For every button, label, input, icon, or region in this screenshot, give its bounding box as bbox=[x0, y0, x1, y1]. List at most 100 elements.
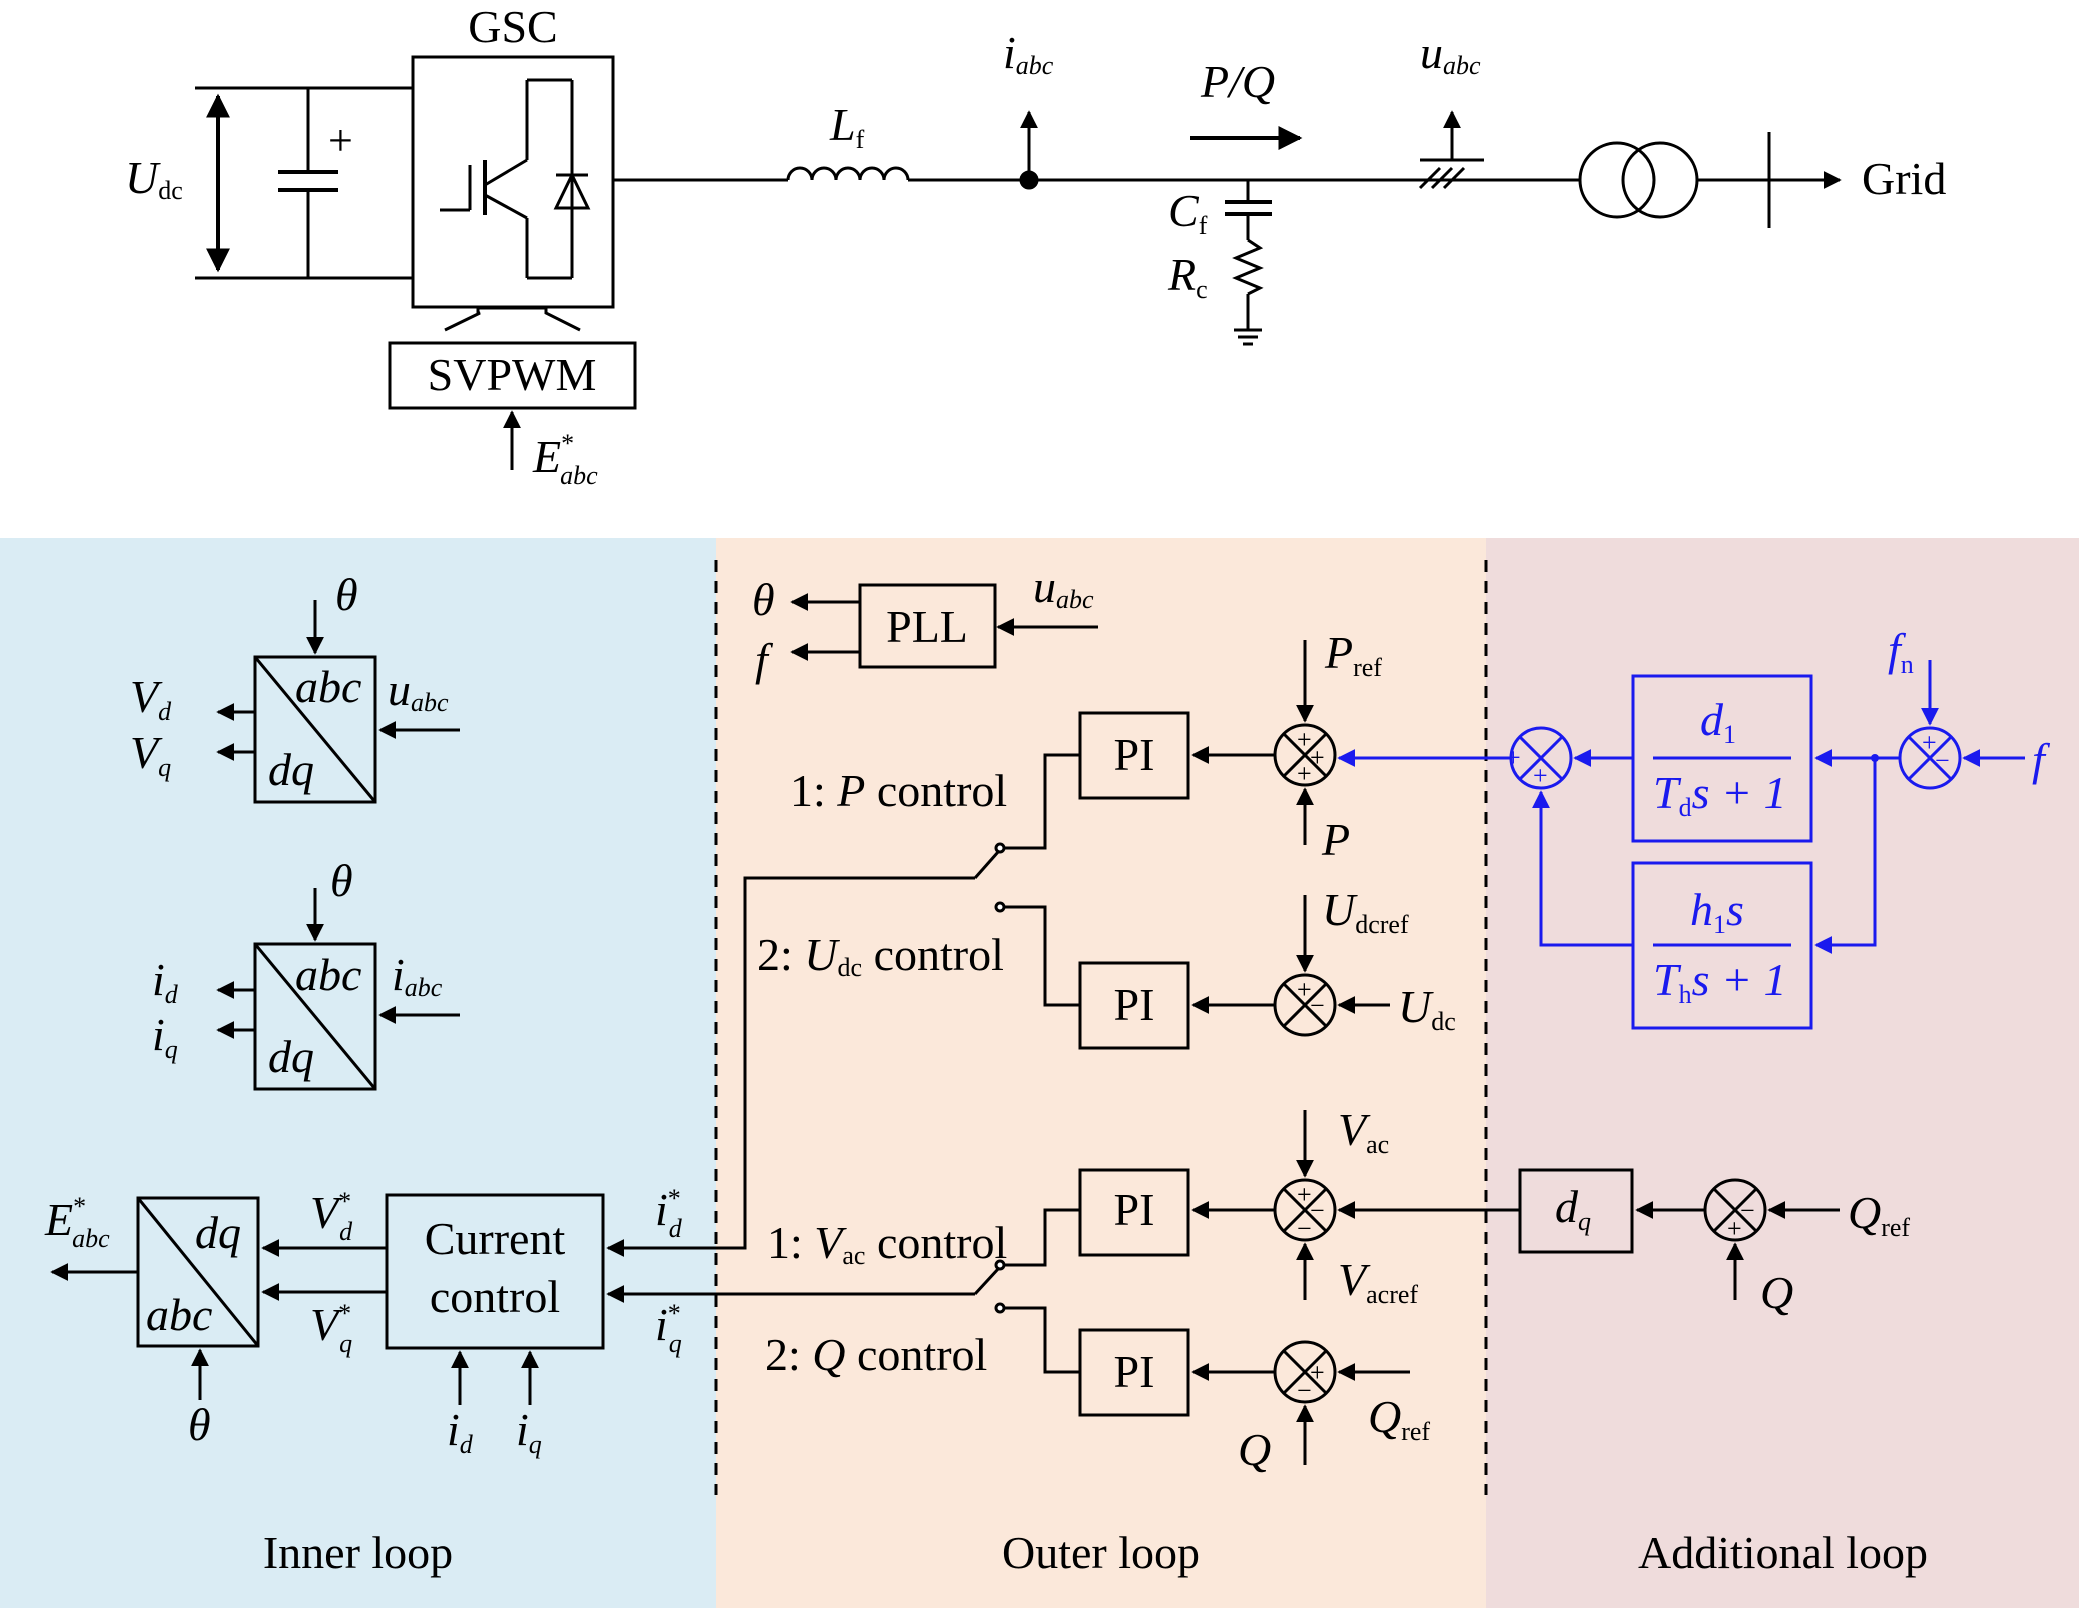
q-ref-label-outer: Qref bbox=[1368, 1391, 1430, 1446]
iq-label: iq bbox=[152, 1009, 178, 1064]
vd-label: Vd bbox=[130, 671, 172, 726]
additional-loop-panel bbox=[1486, 538, 2079, 1608]
inertia-tf-num: h1s bbox=[1690, 884, 1744, 939]
p-control-label: 1: P control bbox=[790, 765, 1007, 816]
q-meas-label-add: Q bbox=[1760, 1267, 1793, 1318]
power-stage bbox=[195, 55, 1842, 470]
pll-label: PLL bbox=[886, 601, 968, 652]
vac-control-label: 1: Vac control bbox=[767, 1217, 1007, 1270]
pll-input-label: uabc bbox=[1033, 561, 1094, 614]
outer-loop-drawing bbox=[790, 583, 1520, 1465]
sign-udc-right: − bbox=[1310, 991, 1325, 1020]
sign-p-top: + bbox=[1297, 725, 1312, 754]
abc-dq-transform-voltage bbox=[253, 655, 377, 804]
pi-label-q: PI bbox=[1114, 1346, 1155, 1397]
pi-label-p: PI bbox=[1114, 729, 1155, 780]
vq-label: Vq bbox=[130, 727, 171, 782]
current-control-line1: Current bbox=[425, 1213, 566, 1264]
id-ref-label: i*d bbox=[655, 1184, 683, 1243]
theta-label-2: θ bbox=[330, 855, 353, 906]
droop-tf-den: Tds + 1 bbox=[1653, 767, 1787, 822]
dq-gain-block bbox=[1518, 1168, 1634, 1254]
transform2-abc: abc bbox=[295, 949, 361, 1000]
power-flow-label: P/Q bbox=[1200, 56, 1275, 107]
pll-block bbox=[858, 583, 997, 669]
transform1-dq: dq bbox=[268, 744, 314, 795]
droop-tf-num: d1 bbox=[1700, 694, 1736, 749]
svpwm-block bbox=[388, 341, 637, 410]
cap-plus-label: + bbox=[328, 116, 353, 165]
udc-ref-label: Udcref bbox=[1322, 884, 1409, 939]
sign-vac-right: − bbox=[1310, 1196, 1325, 1225]
inertia-tf-den: Ths + 1 bbox=[1653, 954, 1787, 1009]
transform2-input: iabc bbox=[392, 949, 443, 1002]
grid-label: Grid bbox=[1862, 153, 1946, 204]
theta-label-3: θ bbox=[188, 1399, 211, 1450]
additional-loop-drawing bbox=[1337, 660, 2025, 1030]
sign-udc-top: + bbox=[1297, 975, 1312, 1004]
damping-res-label: Rc bbox=[1167, 249, 1208, 304]
inner-loop-panel bbox=[0, 538, 716, 1608]
q-meas-label: Q bbox=[1238, 1424, 1271, 1475]
vac-ref-label: Vacref bbox=[1338, 1254, 1418, 1309]
pi-label-udc: PI bbox=[1114, 979, 1155, 1030]
iq-fb-label: iq bbox=[516, 1404, 542, 1459]
current-control-block bbox=[385, 1193, 605, 1350]
voltage-meas-label: uabc bbox=[1420, 27, 1481, 80]
sign-freq-right: − bbox=[1935, 746, 1950, 775]
current-control-line2: control bbox=[430, 1271, 560, 1322]
pll-theta-label: θ bbox=[752, 574, 775, 625]
transform1-abc: abc bbox=[295, 661, 361, 712]
additional-loop-title: Additional loop bbox=[1638, 1527, 1928, 1578]
inner-loop-drawing bbox=[50, 600, 975, 1405]
sign-q-right: + bbox=[1310, 1358, 1325, 1387]
inverse-abc: abc bbox=[146, 1289, 212, 1340]
udc-control-label: 2: Udc control bbox=[757, 929, 1004, 982]
sign-q-bottom: − bbox=[1297, 1376, 1312, 1405]
transform2-dq: dq bbox=[268, 1031, 314, 1082]
id-label: id bbox=[152, 954, 179, 1009]
vq-ref-label: V*q bbox=[310, 1299, 352, 1358]
abc-dq-transform-current bbox=[253, 942, 377, 1091]
vd-ref-label: V*d bbox=[310, 1187, 353, 1246]
modulation-ref-label: E*abc bbox=[532, 429, 598, 490]
pi-block-vac bbox=[1078, 1168, 1190, 1257]
sign-freq-top: + bbox=[1922, 728, 1937, 757]
inner-loop-title: Inner loop bbox=[263, 1527, 453, 1578]
q-control-label: 2: Q control bbox=[765, 1329, 987, 1380]
sign-p-bottom: + bbox=[1297, 759, 1312, 788]
inductor-label: Lf bbox=[829, 99, 865, 154]
outer-loop-title: Outer loop bbox=[1002, 1527, 1200, 1578]
theta-label-1: θ bbox=[335, 569, 358, 620]
vac-meas-label: Vac bbox=[1338, 1104, 1389, 1159]
outer-loop-panel bbox=[716, 538, 1486, 1608]
e-abc-ref-label: E*abc bbox=[44, 1192, 110, 1253]
id-fb-label: id bbox=[447, 1404, 474, 1459]
current-meas-label: iabc bbox=[1003, 27, 1054, 80]
pi-label-vac: PI bbox=[1114, 1184, 1155, 1235]
dq-gain-label: dq bbox=[1555, 1181, 1591, 1236]
dc-voltage-label: Udc bbox=[125, 152, 183, 205]
sign-qd-bottom: + bbox=[1727, 1214, 1742, 1243]
udc-meas-label: Udc bbox=[1398, 981, 1456, 1036]
p-ref-label: Pref bbox=[1324, 627, 1382, 682]
inverse-dq: dq bbox=[195, 1207, 241, 1258]
sign-combine-bottom: + bbox=[1533, 761, 1548, 790]
iq-ref-label: i*q bbox=[655, 1299, 682, 1358]
sign-p-right: + bbox=[1310, 743, 1325, 772]
summer-q bbox=[1273, 1340, 1337, 1404]
gsc-converter bbox=[411, 55, 615, 309]
p-meas-label: P bbox=[1321, 814, 1350, 865]
sign-vac-top: + bbox=[1297, 1180, 1312, 1209]
sign-qd-right: − bbox=[1740, 1196, 1755, 1225]
q-ref-label-add: Qref bbox=[1848, 1187, 1910, 1242]
sign-vac-bottom: − bbox=[1297, 1214, 1312, 1243]
sign-combine-left: + bbox=[1506, 743, 1521, 772]
branch-node bbox=[1871, 754, 1879, 762]
filter-cap-label: Cf bbox=[1168, 185, 1208, 240]
q-droop-path bbox=[1518, 1168, 1840, 1300]
transform1-input: uabc bbox=[388, 664, 449, 717]
svpwm-label: SVPWM bbox=[428, 349, 597, 400]
gsc-label: GSC bbox=[468, 1, 557, 52]
